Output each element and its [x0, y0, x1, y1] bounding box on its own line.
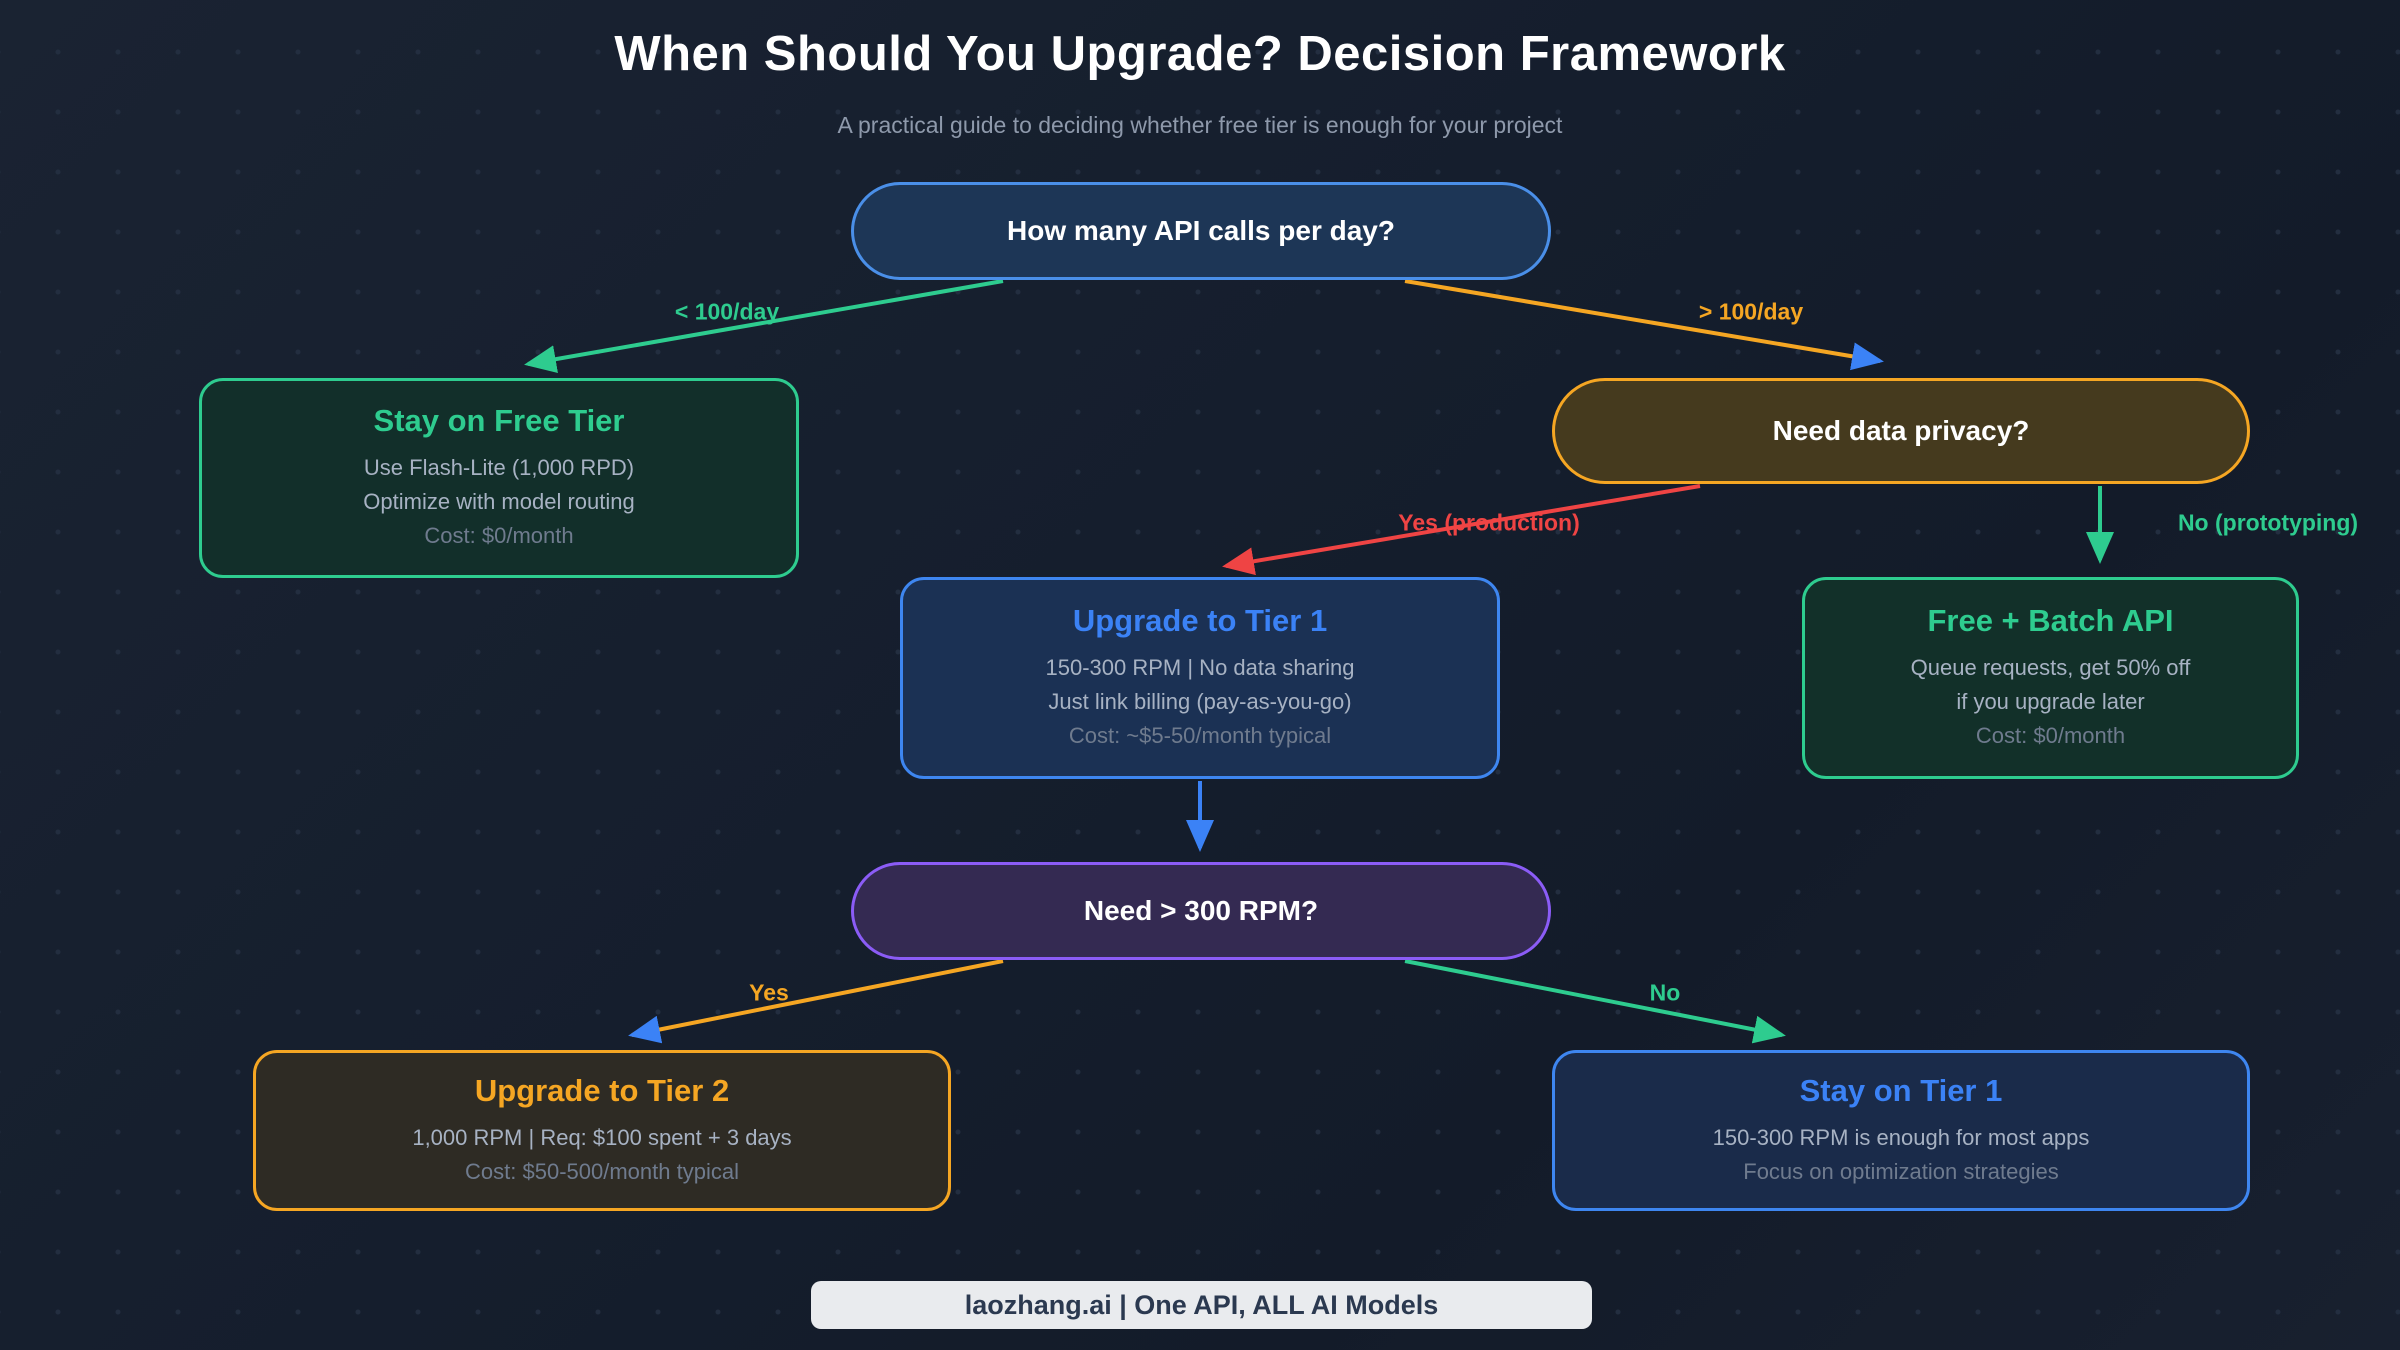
node-stay-free-tier: Stay on Free Tier Use Flash-Lite (1,000 …: [199, 378, 799, 578]
node-line: Optimize with model routing: [363, 489, 635, 514]
edge-label-yes: Yes: [749, 979, 789, 1006]
node-upgrade-tier1: Upgrade to Tier 1 150-300 RPM | No data …: [900, 577, 1500, 779]
node-line: Use Flash-Lite (1,000 RPD): [363, 455, 635, 480]
node-title: Free + Batch API: [1927, 603, 2174, 638]
node-cost: Cost: $50-500/month typical: [465, 1158, 739, 1184]
edge-yes-line: [628, 959, 1004, 1044]
edge-gt100-line: [1404, 279, 1884, 371]
page-title: When Should You Upgrade? Decision Framew…: [614, 27, 1786, 81]
node-stay-tier1: Stay on Tier 1 150-300 RPM is enough for…: [1552, 1050, 2250, 1211]
node-question-api-calls: How many API calls per day?: [851, 182, 1551, 280]
question-label: Need data privacy?: [1772, 415, 2030, 446]
node-line: 150-300 RPM | No data sharing: [1045, 655, 1355, 680]
brand-footer-badge: laozhang.ai | One API, ALL AI Models: [811, 1281, 1592, 1329]
node-question-300rpm: Need > 300 RPM?: [851, 862, 1551, 960]
node-line: Just link billing (pay-as-you-go): [1048, 689, 1352, 714]
node-upgrade-tier2: Upgrade to Tier 2 1,000 RPM | Req: $100 …: [253, 1050, 951, 1211]
node-line: 1,000 RPM | Req: $100 spent + 3 days: [412, 1124, 792, 1150]
node-line: Queue requests, get 50% off: [1910, 655, 2191, 680]
node-title: Stay on Free Tier: [373, 403, 625, 438]
page-subtitle: A practical guide to deciding whether fr…: [837, 112, 1563, 138]
node-free-batch-api: Free + Batch API Queue requests, get 50%…: [1802, 577, 2299, 779]
question-label: Need > 300 RPM?: [1083, 895, 1319, 926]
node-cost: Cost: ~$5-50/month typical: [1068, 723, 1332, 748]
node-line: 150-300 RPM is enough for most apps: [1712, 1124, 2090, 1150]
node-title: Stay on Tier 1: [1799, 1072, 2003, 1108]
question-label: How many API calls per day?: [1007, 215, 1395, 246]
node-cost: Focus on optimization strategies: [1743, 1158, 2059, 1184]
node-title: Upgrade to Tier 1: [1072, 603, 1328, 638]
node-title: Upgrade to Tier 2: [474, 1072, 730, 1108]
edge-no-line: [1404, 959, 1786, 1044]
node-line: if you upgrade later: [1956, 689, 2145, 714]
node-cost: Cost: $0/month: [424, 523, 574, 548]
edge-label-no: No: [1649, 979, 1681, 1006]
edge-label-gt-100-day: > 100/day: [1698, 298, 1804, 325]
node-cost: Cost: $0/month: [1975, 723, 2126, 748]
edge-label-yes-production: Yes (production): [1398, 509, 1580, 536]
edge-label-no-prototyping: No (prototyping): [2177, 509, 2359, 536]
edge-label-lt-100-day: < 100/day: [674, 298, 780, 325]
node-question-data-privacy: Need data privacy?: [1552, 378, 2250, 484]
